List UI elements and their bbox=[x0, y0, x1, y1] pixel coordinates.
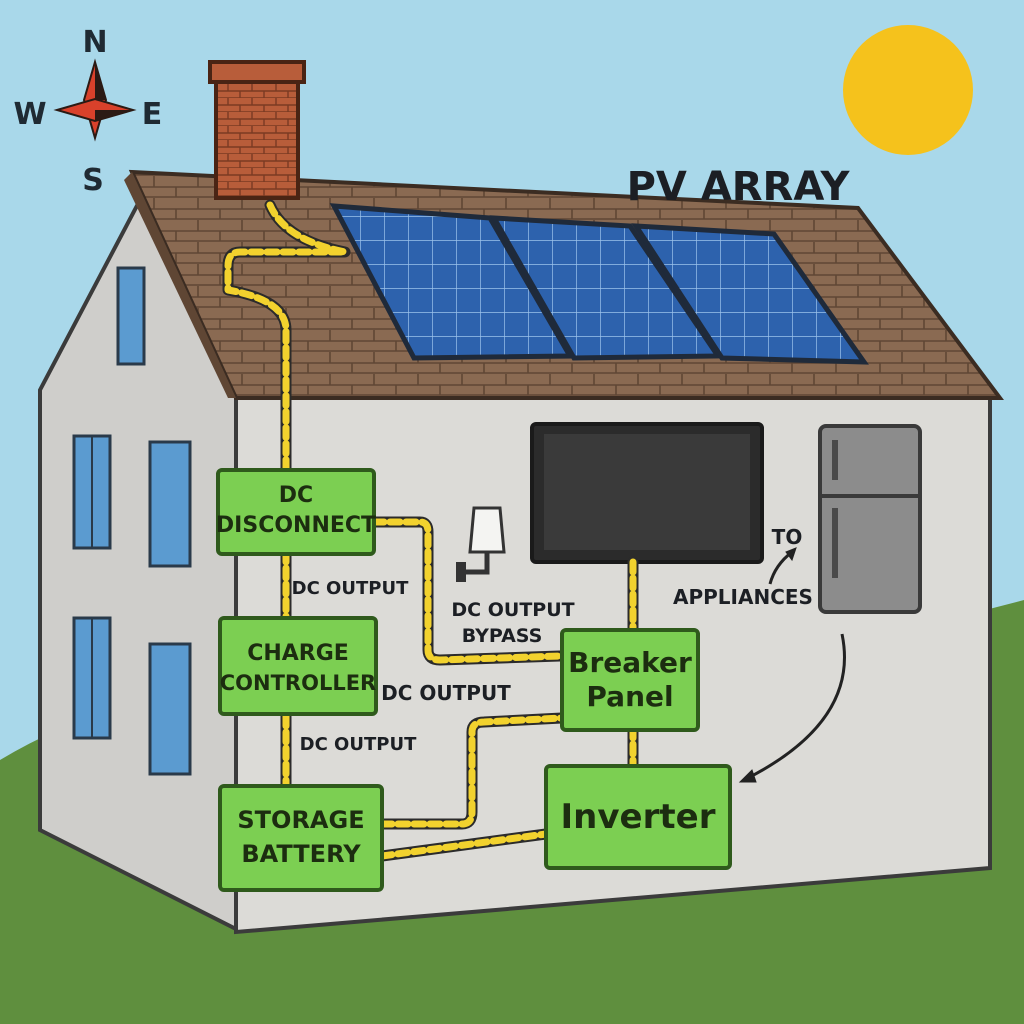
wiring bbox=[222, 199, 639, 862]
storage-battery-box: STORAGE BATTERY bbox=[218, 784, 384, 892]
breaker-panel-label-line1: Breaker bbox=[568, 646, 692, 679]
roof-edge bbox=[124, 172, 236, 398]
charge-controller-label-line1: CHARGE bbox=[247, 641, 349, 666]
dc-output-label-1: DC OUTPUT bbox=[292, 578, 409, 599]
inverter-box: Inverter bbox=[544, 764, 732, 870]
dc-disconnect-box: DC DISCONNECT bbox=[216, 468, 376, 556]
chimney bbox=[208, 60, 306, 200]
arrow-to-inverter bbox=[747, 633, 846, 780]
to-appliances-label-line1: TO bbox=[772, 525, 803, 549]
pv-array-panels bbox=[329, 203, 869, 365]
dc-output-label-2: DC OUTPUT bbox=[381, 681, 511, 705]
charge-controller-box: CHARGE CONTROLLER bbox=[218, 616, 378, 716]
compass-rose: N S W E bbox=[13, 25, 162, 198]
appliance-arrows bbox=[738, 547, 846, 783]
dc-output-bypass-label-line2: BYPASS bbox=[462, 625, 543, 647]
to-appliances-label-line2: APPLIANCES bbox=[673, 585, 813, 609]
inverter-label: Inverter bbox=[561, 797, 716, 837]
breaker-panel-box: Breaker Panel bbox=[560, 628, 700, 732]
pv-array-title: PV ARRAY bbox=[627, 164, 851, 210]
dc-disconnect-label-line1: DC bbox=[279, 483, 313, 508]
storage-battery-label-line2: BATTERY bbox=[241, 840, 361, 868]
compass-west: W bbox=[13, 97, 46, 132]
breaker-panel-label-line2: Panel bbox=[586, 680, 673, 713]
dc-disconnect-label-line2: DISCONNECT bbox=[216, 513, 376, 538]
compass-north: N bbox=[82, 25, 107, 60]
storage-battery-label-line1: STORAGE bbox=[237, 806, 364, 834]
refrigerator bbox=[818, 424, 922, 614]
sun bbox=[843, 25, 973, 155]
side-windows bbox=[72, 266, 192, 776]
dc-output-label-3: DC OUTPUT bbox=[300, 734, 417, 755]
solar-panel-3 bbox=[631, 223, 869, 365]
charge-controller-label-line2: CONTROLLER bbox=[220, 671, 376, 695]
dc-output-bypass-label-line1: DC OUTPUT bbox=[451, 599, 574, 621]
compass-south: S bbox=[82, 163, 104, 198]
wall-lamp bbox=[456, 506, 506, 582]
compass-east: E bbox=[142, 97, 163, 132]
television bbox=[530, 422, 764, 564]
